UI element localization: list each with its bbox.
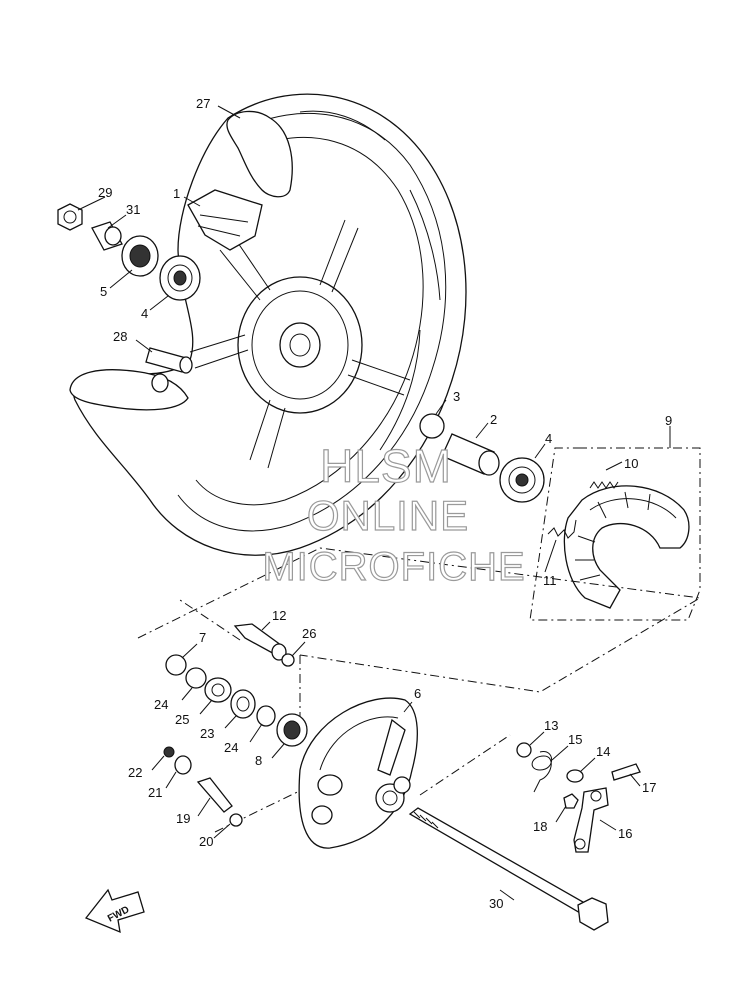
watermark: HLSM ONLINE MICROFICHE <box>262 439 526 589</box>
brake-shoe-kit <box>529 447 701 621</box>
oring-26 <box>281 653 295 667</box>
brake-shoe <box>563 485 690 609</box>
callout-6: 6 <box>414 686 421 701</box>
callout-4-left: 4 <box>141 306 148 321</box>
nut-22 <box>163 746 175 758</box>
callout-22: 22 <box>128 765 142 780</box>
callout-24-a: 24 <box>154 697 168 712</box>
callout-14: 14 <box>596 744 610 759</box>
spring-15 <box>531 751 553 793</box>
callout-1: 1 <box>173 186 180 201</box>
left-bearings <box>57 203 201 301</box>
axle-spacers <box>419 413 545 503</box>
callouts: 27 1 29 31 5 4 28 3 2 4 9 10 11 12 26 7 … <box>98 96 672 911</box>
callout-10: 10 <box>624 456 638 471</box>
bolt-28 <box>145 347 193 393</box>
clip-7 <box>165 654 187 676</box>
callout-23: 23 <box>200 726 214 741</box>
washer-24b <box>256 705 276 727</box>
lower-left-parts <box>163 746 243 827</box>
nut-29 <box>57 203 83 231</box>
camshaft-parts <box>165 623 308 747</box>
callout-16: 16 <box>618 826 632 841</box>
callout-18: 18 <box>533 819 547 834</box>
callout-31: 31 <box>126 202 140 217</box>
callout-15: 15 <box>568 732 582 747</box>
callout-19: 19 <box>176 811 190 826</box>
axle-30 <box>408 807 609 931</box>
leader-lines <box>77 105 671 901</box>
bolt-19 <box>196 777 233 813</box>
callout-17: 17 <box>642 780 656 795</box>
callout-29: 29 <box>98 185 112 200</box>
callout-24-b: 24 <box>224 740 238 755</box>
callout-7: 7 <box>199 630 206 645</box>
washer-21 <box>174 755 192 775</box>
lower-right-parts <box>516 742 641 853</box>
callout-28: 28 <box>113 329 127 344</box>
fwd-arrow: FWD <box>84 888 145 934</box>
brake-plate-6 <box>298 697 418 849</box>
lever-16 <box>573 787 609 853</box>
rear-wheel-assembly <box>69 93 467 556</box>
callout-4-right: 4 <box>545 431 552 446</box>
callout-12: 12 <box>272 608 286 623</box>
washer-13 <box>516 742 532 758</box>
callout-11: 11 <box>543 573 557 588</box>
watermark-line2: ONLINE <box>307 492 469 539</box>
callout-8: 8 <box>255 753 262 768</box>
indicator-25 <box>204 677 232 703</box>
seal-23 <box>230 689 256 719</box>
callout-25: 25 <box>175 712 189 727</box>
bolt-17 <box>611 763 641 781</box>
spring-11 <box>547 519 577 539</box>
watermark-line1: HLSM <box>320 440 452 492</box>
callout-27: 27 <box>196 96 210 111</box>
nut-18 <box>563 793 579 809</box>
callout-2: 2 <box>490 412 497 427</box>
callout-20: 20 <box>199 834 213 849</box>
callout-30: 30 <box>489 896 503 911</box>
callout-26: 26 <box>302 626 316 641</box>
callout-5: 5 <box>100 284 107 299</box>
spring-10 <box>589 481 619 489</box>
callout-3: 3 <box>453 389 460 404</box>
collar-3 <box>419 413 445 439</box>
washer-24a <box>185 667 207 689</box>
pointer-14 <box>566 769 584 783</box>
callout-13: 13 <box>544 718 558 733</box>
wheel-rim-block <box>187 189 263 251</box>
ring-20 <box>229 813 243 827</box>
watermark-line3: MICROFICHE <box>262 545 525 589</box>
callout-9: 9 <box>665 413 672 428</box>
callout-21: 21 <box>148 785 162 800</box>
